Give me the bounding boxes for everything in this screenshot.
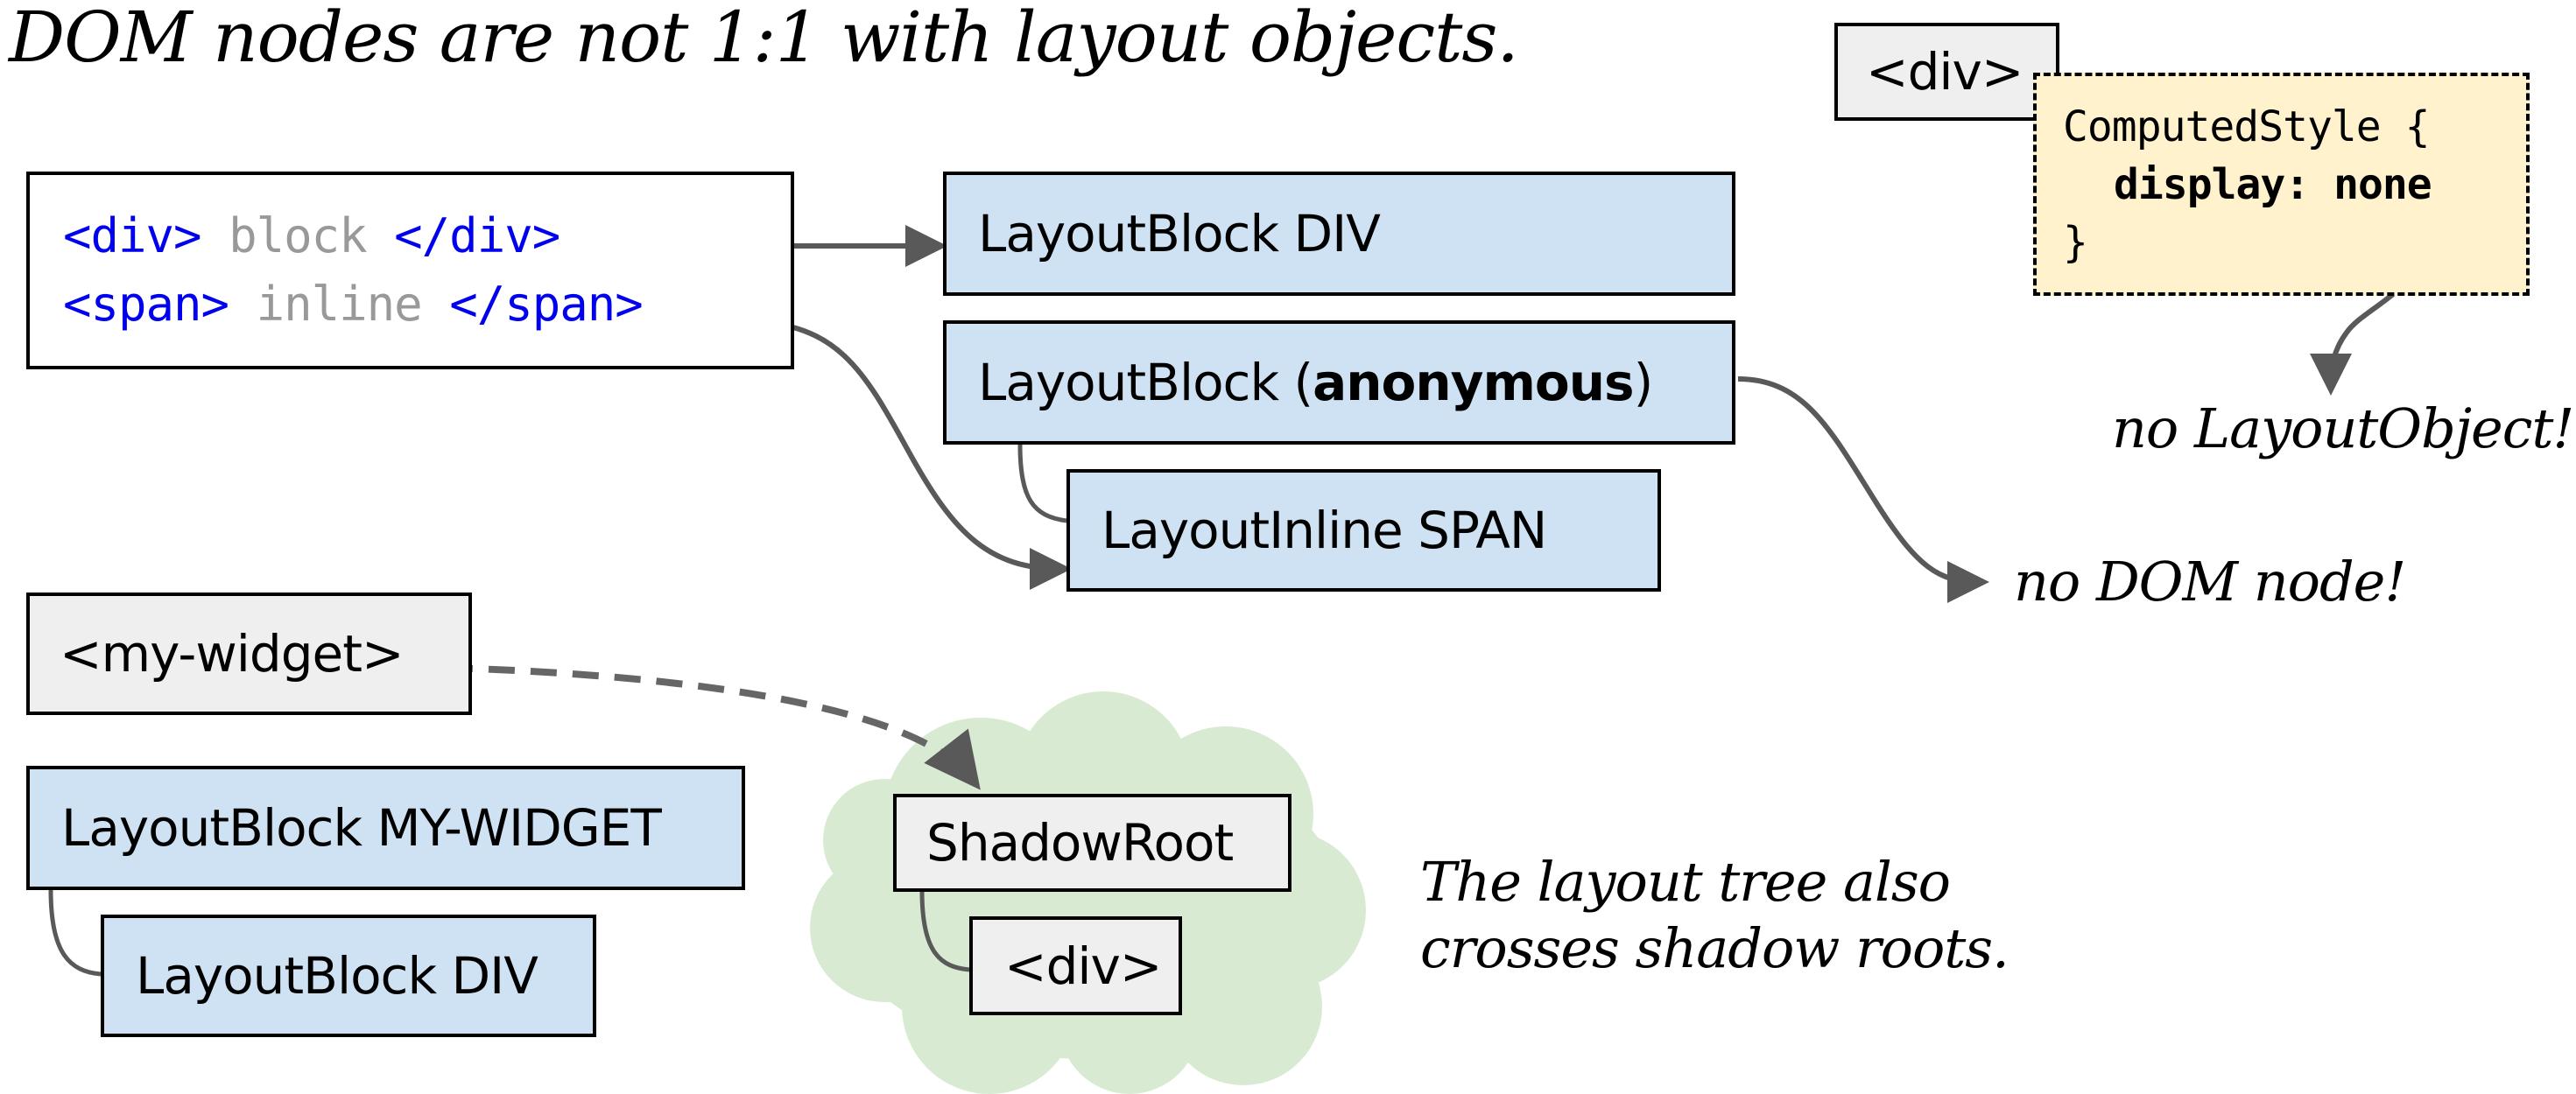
shadowroot-child-connector — [919, 890, 970, 972]
code-tag: <span> — [63, 277, 229, 332]
box-label: LayoutInline SPAN — [1101, 501, 1547, 560]
anonymous-child-connector — [1017, 444, 1067, 523]
span-to-layoutinline-arrow — [748, 319, 1072, 590]
shadow-roots-note: The layout tree also crosses shadow root… — [1420, 849, 2009, 982]
layoutinline-span-box: LayoutInline SPAN — [1066, 469, 1661, 592]
box-label: LayoutBlock (anonymous) — [978, 353, 1654, 412]
label-bold: anonymous — [1313, 353, 1634, 412]
note-line: crosses shadow roots. — [1420, 916, 2009, 980]
code-tag: </span> — [449, 277, 644, 332]
box-label: <div> — [1866, 42, 2023, 102]
code-text: block — [229, 208, 368, 263]
computed-style-line: ComputedStyle { — [2063, 102, 2430, 151]
computed-style-line: } — [2063, 217, 2088, 267]
layoutblock-my-widget-box: LayoutBlock MY-WIDGET — [26, 766, 745, 890]
layoutblock-div-box: LayoutBlock DIV — [943, 172, 1735, 296]
box-label: LayoutBlock DIV — [978, 204, 1381, 263]
dom-code-box: <div> block </div> <span> inline </span> — [26, 172, 794, 369]
box-label: <my-widget> — [60, 624, 405, 684]
label-suffix: ) — [1633, 353, 1654, 412]
shadow-root-cloud — [810, 691, 1366, 1094]
shadow-div-box: <div> — [969, 916, 1182, 1015]
computed-style-declaration: display: none — [2114, 159, 2432, 209]
code-line-div: <div> block </div> — [63, 202, 560, 270]
code-tag: <div> — [63, 208, 202, 263]
layoutblock-div-child-box: LayoutBlock DIV — [101, 915, 596, 1037]
widget-child-connector — [48, 889, 102, 977]
label-prefix: LayoutBlock ( — [978, 353, 1313, 412]
no-dom-node-note: no DOM node! — [2014, 550, 2406, 614]
hidden-div-box: <div> — [1834, 23, 2059, 121]
box-label: <div> — [1004, 936, 1162, 996]
code-tag: </div> — [394, 208, 560, 263]
my-widget-box: <my-widget> — [26, 593, 472, 715]
box-label: LayoutBlock DIV — [136, 946, 538, 1006]
code-line-span: <span> inline </span> — [63, 270, 644, 339]
widget-to-shadowroot-dashed-arrow — [446, 664, 981, 790]
note-line: The layout tree also — [1420, 850, 1951, 914]
box-label: LayoutBlock MY-WIDGET — [61, 798, 662, 858]
code-text: inline — [256, 277, 423, 332]
shadowroot-box: ShadowRoot — [893, 794, 1292, 892]
computed-style-box: ComputedStyle { display: none } — [2033, 73, 2530, 296]
layoutblock-anonymous-box: LayoutBlock (anonymous) — [943, 320, 1735, 445]
diagram-title: DOM nodes are not 1:1 with layout object… — [9, 0, 1519, 78]
anonymous-to-note-arrow — [1737, 376, 1989, 603]
no-layoutobject-note: no LayoutObject! — [2112, 396, 2574, 460]
box-label: ShadowRoot — [926, 813, 1234, 873]
